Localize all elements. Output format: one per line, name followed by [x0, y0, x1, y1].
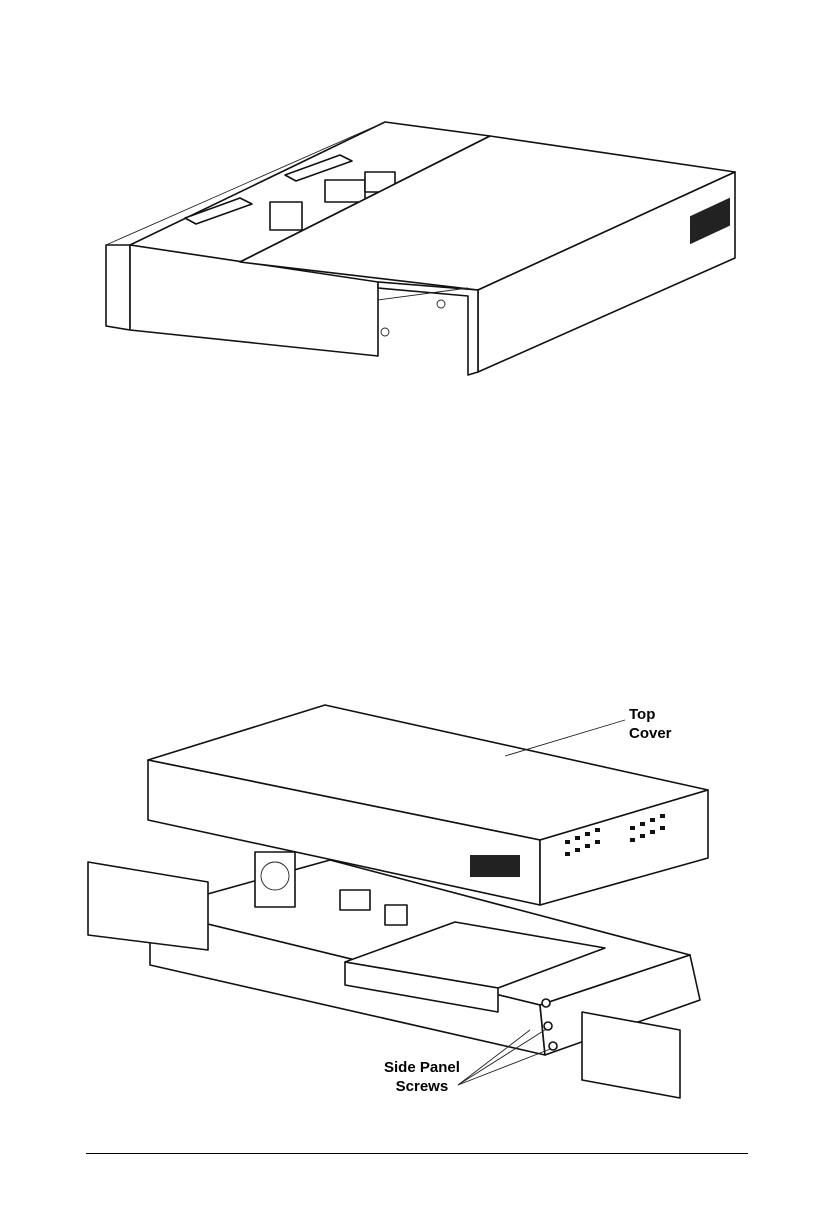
callout-side-panel-screws: Side Panel Screws [384, 1058, 460, 1096]
callout-top-cover-line2: Cover [629, 724, 672, 743]
callout-side-panel-screws-line1: Side Panel [384, 1058, 460, 1077]
cover-sliding-illustration [0, 90, 834, 420]
figure-cover-sliding [0, 90, 834, 420]
callout-top-cover: Top Cover [629, 705, 672, 743]
figure-exploded-view: Top Cover Side Panel Screws [0, 690, 834, 1110]
exploded-view-illustration [0, 690, 834, 1110]
footer-rule [86, 1153, 748, 1154]
callout-side-panel-screws-line2: Screws [384, 1077, 460, 1096]
callout-top-cover-line1: Top [629, 705, 672, 724]
